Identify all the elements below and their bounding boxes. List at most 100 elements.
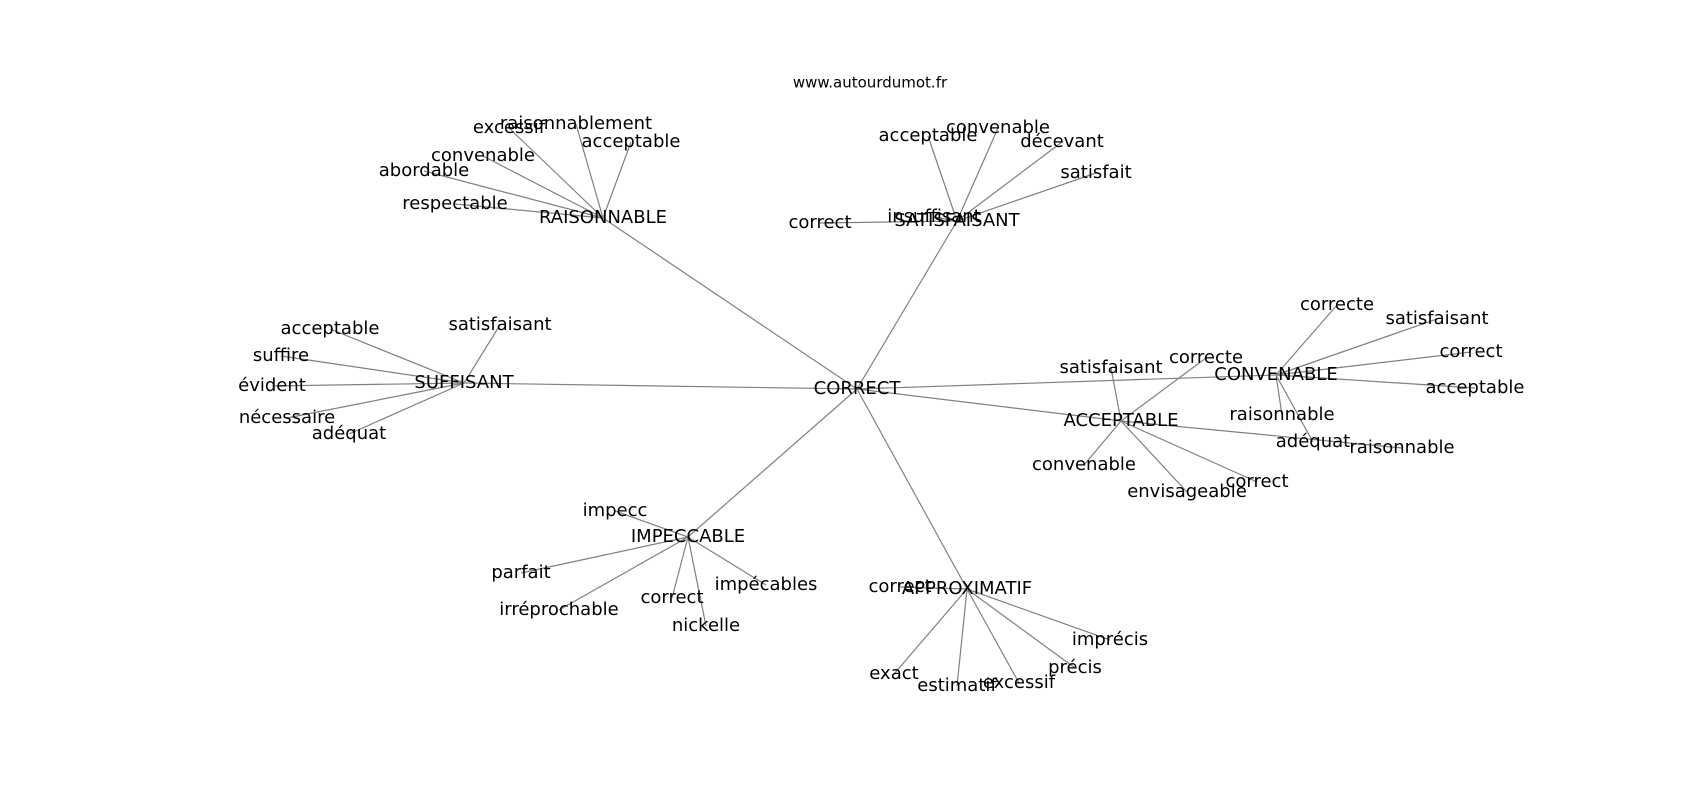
edge-suffisant-leaf-1	[329, 328, 465, 384]
leaf-node-approximatif-3: excessif	[983, 672, 1056, 693]
leaf-node-approximatif-2: estimatif	[917, 675, 997, 696]
edge-approximatif-leaf-5	[966, 588, 1111, 641]
edge-impeccable-leaf-4	[687, 536, 707, 627]
edge-approximatif-leaf-0	[899, 586, 968, 590]
edge-acceptable-leaf-2	[1120, 420, 1403, 449]
edge-satisfaisant-leaf-3	[956, 172, 1097, 222]
edge-impeccable-leaf-5	[687, 536, 767, 586]
leaf-node-approximatif-4: précis	[1048, 657, 1102, 678]
edge-approximatif-leaf-3	[966, 588, 1020, 684]
leaf-node-raisonnable-4: abordable	[379, 160, 470, 181]
leaf-node-satisfaisant-0: acceptable	[879, 125, 978, 146]
edge-convenable-leaf-1	[1275, 318, 1438, 376]
edge-approximatif-leaf-2	[956, 588, 968, 687]
leaf-node-satisfaisant-4: insuffisant	[887, 206, 980, 227]
edge-satisfaisant-leaf-1	[956, 127, 999, 222]
edge-raisonnable-leaf-5	[454, 203, 604, 219]
edge-acceptable-leaf-1	[1120, 357, 1207, 422]
edge-raisonnable-leaf-3	[482, 155, 604, 219]
leaf-node-acceptable-1: correcte	[1169, 347, 1243, 368]
leaf-node-acceptable-5: correct	[1225, 471, 1288, 492]
leaf-node-suffisant-0: satisfaisant	[448, 314, 551, 335]
edge-raisonnable-leaf-4	[423, 170, 604, 219]
edge-acceptable-leaf-0	[1110, 367, 1122, 422]
leaf-node-suffisant-3: évident	[238, 375, 306, 396]
graph-labels: www.autourdumot.fr excessifraisonnableme…	[238, 74, 1524, 697]
edge-root-to-raisonnable	[602, 217, 858, 390]
leaf-node-convenable-2: correct	[1439, 341, 1502, 362]
edge-acceptable-leaf-5	[1120, 420, 1258, 483]
edge-convenable-leaf-4	[1275, 374, 1283, 416]
edge-root-to-acceptable	[856, 388, 1122, 422]
hub-node-impeccable: IMPECCABLE	[631, 526, 745, 547]
edge-root-to-satisfaisant	[856, 220, 958, 390]
leaf-node-acceptable-4: envisageable	[1127, 481, 1247, 502]
leaf-node-approximatif-1: exact	[869, 663, 918, 684]
hub-node-satisfaisant: SATISFAISANT	[894, 210, 1020, 231]
edge-convenable-leaf-2	[1275, 351, 1472, 376]
edge-approximatif-leaf-1	[893, 588, 968, 675]
leaf-node-impeccable-4: nickelle	[672, 615, 740, 636]
edge-acceptable-leaf-3	[1083, 420, 1122, 466]
leaf-node-raisonnable-3: convenable	[431, 145, 535, 166]
leaf-node-acceptable-3: convenable	[1032, 454, 1136, 475]
edge-raisonnable-leaf-2	[602, 141, 632, 219]
hub-node-approximatif: APPROXIMATIF	[902, 578, 1032, 599]
edge-suffisant-leaf-2	[280, 355, 465, 384]
leaf-node-raisonnable-0: excessif	[473, 117, 546, 138]
leaf-node-convenable-4: raisonnable	[1229, 404, 1334, 425]
edge-raisonnable-leaf-1	[575, 123, 604, 219]
leaf-node-suffisant-2: suffire	[253, 345, 309, 366]
edge-suffisant-leaf-3	[271, 382, 465, 387]
hub-node-acceptable: ACCEPTABLE	[1063, 410, 1178, 431]
leaf-node-acceptable-0: satisfaisant	[1059, 357, 1162, 378]
edge-impeccable-leaf-3	[671, 536, 689, 599]
edge-satisfaisant-leaf-0	[927, 135, 958, 222]
leaf-node-impeccable-1: parfait	[491, 562, 550, 583]
leaf-node-approximatif-0: correct	[868, 576, 931, 597]
hub-node-suffisant: SUFFISANT	[414, 372, 514, 393]
edge-raisonnable-leaf-0	[508, 127, 604, 219]
edge-satisfaisant-leaf-4	[933, 216, 958, 222]
leaf-node-raisonnable-5: respectable	[402, 193, 507, 214]
edge-convenable-leaf-0	[1275, 304, 1338, 376]
site-url-label: www.autourdumot.fr	[793, 74, 948, 92]
leaf-node-raisonnable-2: acceptable	[582, 131, 681, 152]
edge-suffisant-leaf-4	[286, 382, 465, 419]
leaf-node-impeccable-2: irréprochable	[499, 599, 618, 620]
leaf-node-convenable-3: acceptable	[1426, 377, 1525, 398]
hub-node-raisonnable: RAISONNABLE	[539, 207, 667, 228]
edge-root-to-approximatif	[856, 388, 968, 590]
node-correct-root: CORRECT	[814, 378, 902, 399]
edge-root-to-suffisant	[463, 382, 858, 390]
edge-impeccable-leaf-0	[614, 510, 689, 538]
edge-root-to-impeccable	[687, 388, 858, 538]
edge-impeccable-leaf-1	[520, 536, 689, 574]
leaf-node-suffisant-4: nécessaire	[239, 407, 335, 428]
leaf-node-impeccable-5: impécables	[715, 574, 818, 595]
edge-satisfaisant-leaf-5	[819, 220, 958, 224]
leaf-node-suffisant-1: acceptable	[281, 318, 380, 339]
edge-suffisant-leaf-5	[348, 382, 465, 435]
graph-edges	[271, 123, 1476, 687]
leaf-node-raisonnable-1: raisonnablement	[500, 113, 652, 134]
edge-suffisant-leaf-0	[463, 324, 501, 384]
leaf-node-acceptable-2: raisonnable	[1349, 437, 1454, 458]
edge-acceptable-leaf-4	[1120, 420, 1188, 493]
edge-approximatif-leaf-4	[966, 588, 1076, 669]
edge-impeccable-leaf-2	[558, 536, 689, 611]
leaf-node-satisfaisant-1: convenable	[946, 117, 1050, 138]
edge-root-to-convenable	[856, 374, 1277, 390]
leaf-node-convenable-0: correcte	[1300, 294, 1374, 315]
hub-node-convenable: CONVENABLE	[1214, 364, 1337, 385]
leaf-node-suffisant-5: adéquat	[312, 423, 386, 444]
edge-convenable-leaf-5	[1275, 374, 1314, 443]
leaf-node-satisfaisant-3: satisfait	[1060, 162, 1131, 183]
leaf-node-convenable-1: satisfaisant	[1385, 308, 1488, 329]
leaf-node-satisfaisant-2: décevant	[1020, 131, 1104, 152]
leaf-node-convenable-5: adéquat	[1276, 431, 1350, 452]
edge-convenable-leaf-3	[1275, 374, 1476, 389]
edge-satisfaisant-leaf-2	[956, 141, 1063, 222]
leaf-node-approximatif-5: imprécis	[1072, 629, 1148, 650]
